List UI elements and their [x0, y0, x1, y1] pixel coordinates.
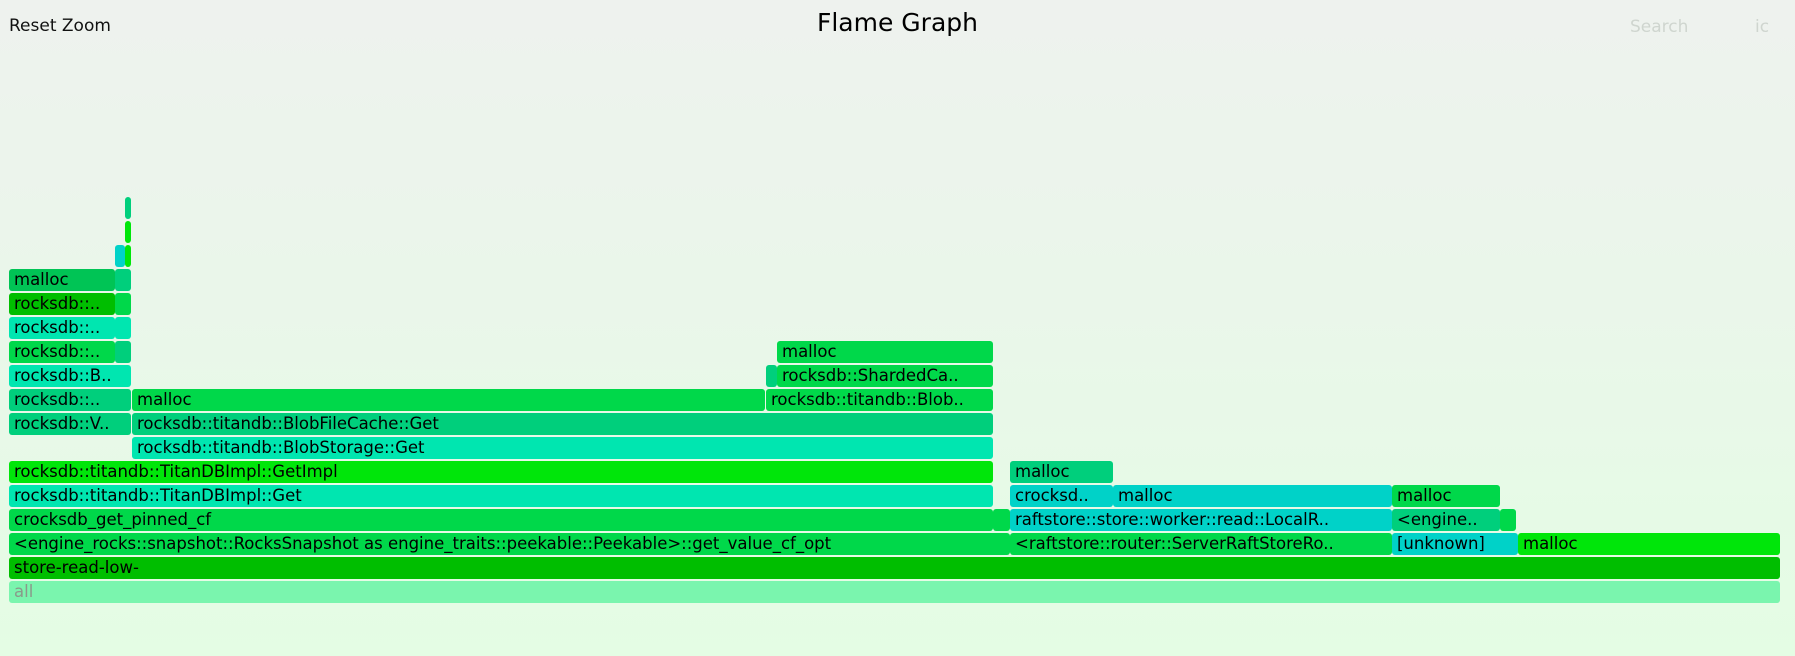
flame-frame[interactable]: rocksdb::..: [9, 293, 115, 315]
flame-frame[interactable]: malloc: [1010, 461, 1113, 483]
flame-frame[interactable]: rocksdb::..: [9, 341, 115, 363]
flame-frame[interactable]: [125, 221, 131, 243]
flame-frame[interactable]: [115, 293, 131, 315]
flame-frame[interactable]: rocksdb::ShardedCa..: [777, 365, 993, 387]
flame-frame[interactable]: rocksdb::titandb::Blob..: [766, 389, 993, 411]
flame-frame[interactable]: malloc: [1518, 533, 1780, 555]
flame-frame[interactable]: [115, 317, 131, 339]
ignore-case-toggle[interactable]: ic: [1755, 17, 1770, 37]
flame-frame[interactable]: [115, 341, 131, 363]
flame-frame[interactable]: [993, 509, 1010, 531]
flame-frame[interactable]: raftstore::store::worker::read::LocalR..: [1010, 509, 1392, 531]
flame-frame[interactable]: store-read-low-: [9, 557, 1780, 579]
flame-frame[interactable]: rocksdb::V..: [9, 413, 131, 435]
flame-frame[interactable]: all: [9, 581, 1780, 603]
flame-frame[interactable]: malloc: [1113, 485, 1392, 507]
flame-frame[interactable]: crocksd..: [1010, 485, 1113, 507]
page-title: Flame Graph: [816, 8, 978, 37]
flame-frame[interactable]: [1500, 509, 1516, 531]
flame-frame[interactable]: malloc: [132, 389, 765, 411]
flame-frame[interactable]: rocksdb::..: [9, 317, 115, 339]
flame-frame[interactable]: [125, 245, 131, 267]
flame-frame[interactable]: rocksdb::..: [9, 389, 131, 411]
flame-frame[interactable]: malloc: [1392, 485, 1500, 507]
flame-frame[interactable]: [125, 197, 131, 219]
flame-frame[interactable]: [115, 245, 125, 267]
flame-frame[interactable]: <engine..: [1392, 509, 1500, 531]
search-button[interactable]: Search: [1630, 17, 1689, 37]
flame-frame[interactable]: rocksdb::B..: [9, 365, 131, 387]
flame-frame[interactable]: crocksdb_get_pinned_cf: [9, 509, 993, 531]
flame-frame[interactable]: rocksdb::titandb::BlobStorage::Get: [132, 437, 993, 459]
flame-frame[interactable]: [115, 269, 131, 291]
flame-frame[interactable]: [766, 365, 777, 387]
flame-frame[interactable]: <engine_rocks::snapshot::RocksSnapshot a…: [9, 533, 1010, 555]
flame-frame[interactable]: rocksdb::titandb::TitanDBImpl::Get: [9, 485, 993, 507]
flame-frame[interactable]: rocksdb::titandb::TitanDBImpl::GetImpl: [9, 461, 993, 483]
flame-frame[interactable]: malloc: [777, 341, 993, 363]
reset-zoom-button[interactable]: Reset Zoom: [9, 16, 111, 36]
flame-frame[interactable]: malloc: [9, 269, 115, 291]
flame-frame[interactable]: [unknown]: [1392, 533, 1518, 555]
flame-frame[interactable]: rocksdb::titandb::BlobFileCache::Get: [132, 413, 993, 435]
flame-frame[interactable]: <raftstore::router::ServerRaftStoreRo..: [1010, 533, 1392, 555]
